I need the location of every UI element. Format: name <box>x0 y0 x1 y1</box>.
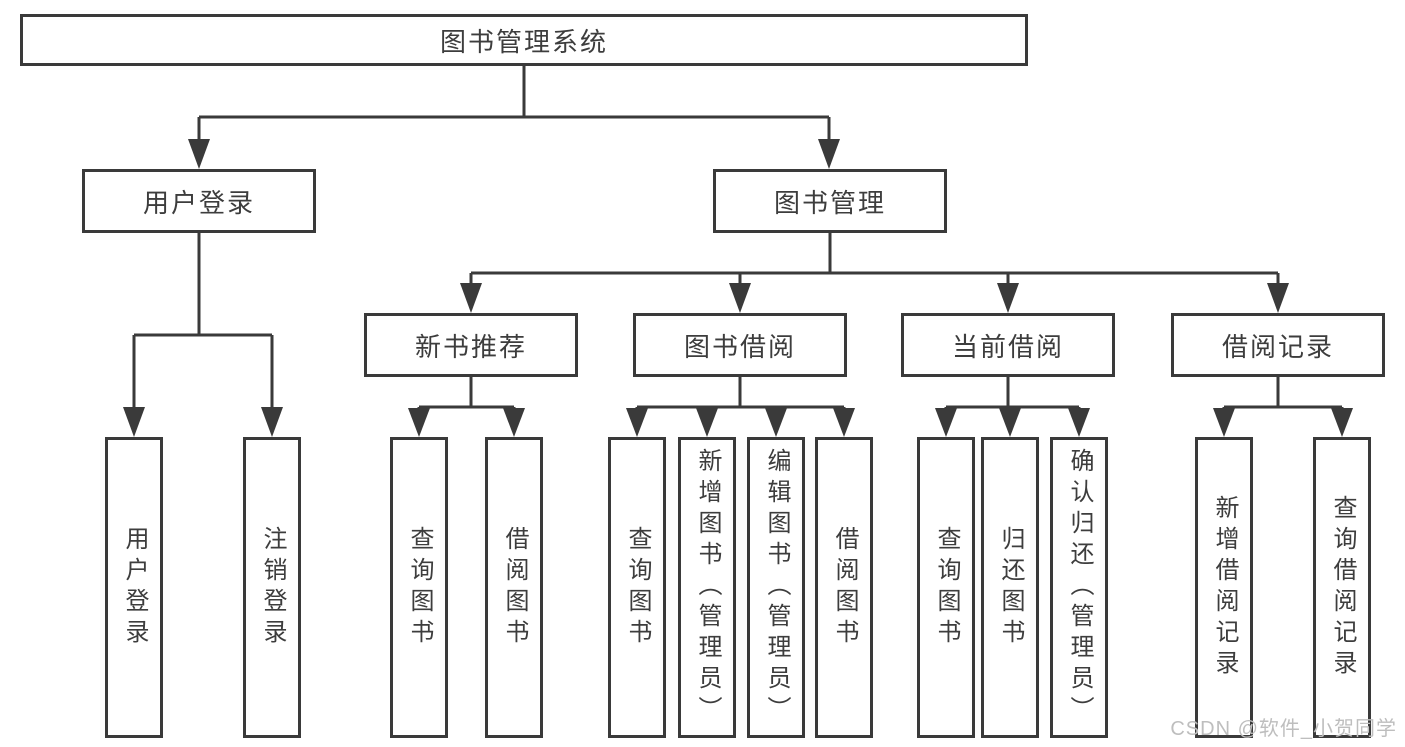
node-label: 查询图书 <box>933 525 960 650</box>
leaf-cb-confirm-return-admin: 确认归还（管理员） <box>1050 437 1108 738</box>
leaf-bb-query-book: 查询图书 <box>608 437 666 738</box>
node-label: 借阅图书 <box>501 525 528 650</box>
connector-user-login-to-leaves <box>123 233 283 437</box>
node-label: 当前借阅 <box>951 331 1064 362</box>
leaf-rec-query-book: 查询图书 <box>390 437 448 738</box>
node-label: 借阅图书 <box>831 525 858 650</box>
node-label: 图书管理系统 <box>439 26 608 57</box>
csdn-watermark: CSDN @软件_小贺同学 <box>1170 718 1397 740</box>
leaf-bb-borrow-book: 借阅图书 <box>815 437 873 738</box>
leaf-rec-borrow-book: 借阅图书 <box>485 437 543 738</box>
node-label: 图书借阅 <box>683 331 796 362</box>
node-label: 借阅记录 <box>1221 331 1334 362</box>
leaf-user-login: 用户登录 <box>105 437 163 738</box>
leaf-bb-add-book-admin: 新增图书（管理员） <box>678 437 736 738</box>
leaf-cb-query-book: 查询图书 <box>917 437 975 738</box>
node-book-management: 图书管理 <box>713 169 947 233</box>
node-new-book-recommendation: 新书推荐 <box>364 313 578 377</box>
connector-borrow-records-to-leaves <box>1213 377 1353 437</box>
node-root-library-system: 图书管理系统 <box>20 14 1028 66</box>
node-label: 用户登录 <box>142 187 255 218</box>
node-label: 查询借阅记录 <box>1329 494 1356 681</box>
connector-new-book-rec-to-leaves <box>408 377 525 437</box>
node-label: 确认归还（管理员） <box>1066 448 1093 727</box>
node-label: 注销登录 <box>259 525 286 650</box>
node-label: 编辑图书（管理员） <box>763 448 790 727</box>
connector-current-borrow-to-leaves <box>935 377 1090 437</box>
node-book-borrowing: 图书借阅 <box>633 313 847 377</box>
node-borrowing-records: 借阅记录 <box>1171 313 1385 377</box>
connector-book-management-to-level3 <box>460 233 1289 313</box>
node-label: 查询图书 <box>624 525 651 650</box>
connector-book-borrow-to-leaves <box>626 377 855 437</box>
node-label: 查询图书 <box>406 525 433 650</box>
node-label: 新增图书（管理员） <box>694 448 721 727</box>
leaf-br-add-record: 新增借阅记录 <box>1195 437 1253 738</box>
node-label: 新书推荐 <box>414 331 527 362</box>
node-label: 归还图书 <box>997 525 1024 650</box>
leaf-cb-return-book: 归还图书 <box>981 437 1039 738</box>
node-label: 用户登录 <box>121 525 148 650</box>
leaf-bb-edit-book-admin: 编辑图书（管理员） <box>747 437 805 738</box>
leaf-br-query-record: 查询借阅记录 <box>1313 437 1371 738</box>
node-current-borrowing: 当前借阅 <box>901 313 1115 377</box>
node-user-login: 用户登录 <box>82 169 316 233</box>
node-label: 图书管理 <box>773 187 886 218</box>
leaf-logout: 注销登录 <box>243 437 301 738</box>
node-label: 新增借阅记录 <box>1211 494 1238 681</box>
connector-root-to-level2 <box>188 66 840 169</box>
